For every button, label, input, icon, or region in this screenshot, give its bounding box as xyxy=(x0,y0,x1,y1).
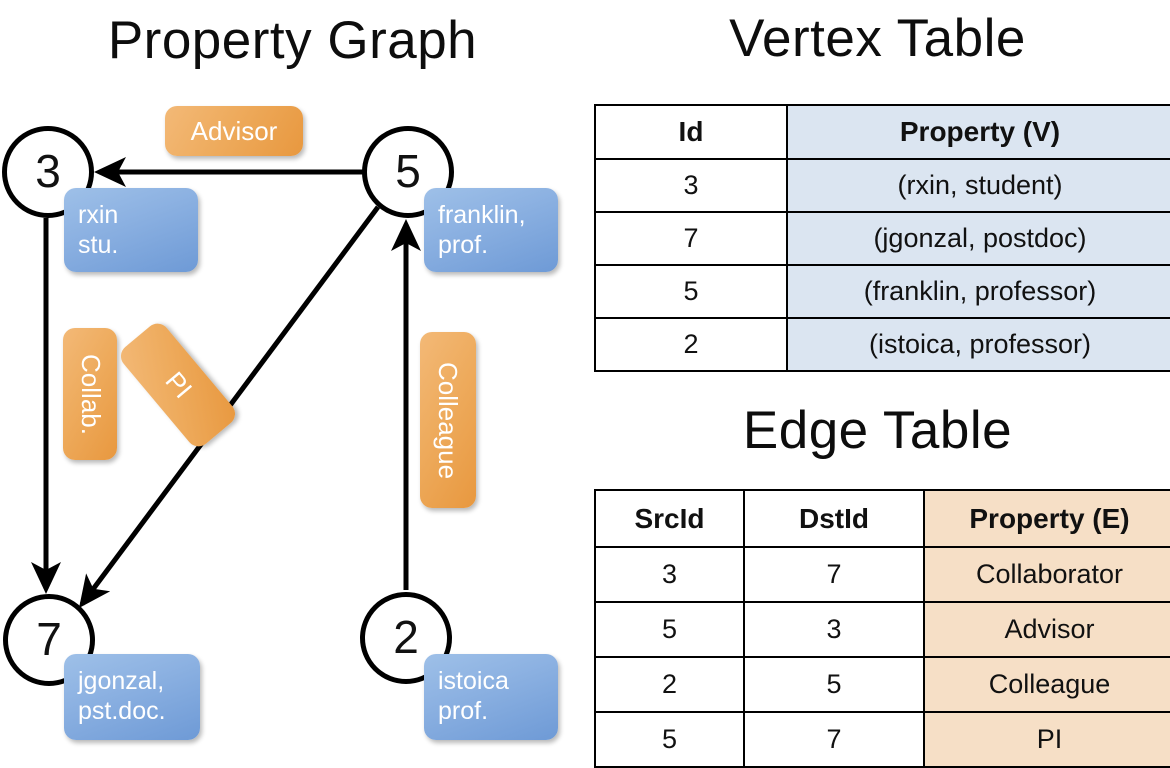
edge-label-text: Collab. xyxy=(75,353,106,435)
cell-id: 5 xyxy=(594,264,788,319)
edge-label-collab: Collab. xyxy=(63,328,117,460)
cell-property: Advisor xyxy=(923,601,1170,658)
cell-property: Colleague xyxy=(923,656,1170,713)
node-label: 5 xyxy=(395,145,421,197)
node-label: 2 xyxy=(393,611,419,663)
vertex-property-box-franklin: franklin, prof. xyxy=(424,188,558,272)
cell-id: 3 xyxy=(594,158,788,213)
edge-label-text: Advisor xyxy=(190,115,278,146)
property-line-1: franklin, xyxy=(438,201,526,229)
table-row[interactable]: 2 5 Colleague xyxy=(594,656,1170,713)
cell-srcid: 2 xyxy=(594,656,745,713)
cell-srcid: 5 xyxy=(594,711,745,768)
node-label: 7 xyxy=(36,613,62,665)
cell-dstid: 7 xyxy=(743,711,925,768)
property-line-1: istoica xyxy=(438,667,509,695)
vertex-property-box-rxin: rxin stu. xyxy=(64,188,198,272)
column-header-dstid: DstId xyxy=(743,489,925,548)
cell-id: 2 xyxy=(594,317,788,372)
edge-label-text: PI xyxy=(158,365,198,404)
cell-property: PI xyxy=(923,711,1170,768)
property-line-2: prof. xyxy=(438,697,489,725)
node-label: 3 xyxy=(35,145,61,197)
cell-property: (rxin, student) xyxy=(786,158,1170,213)
cell-property: (franklin, professor) xyxy=(786,264,1170,319)
cell-id: 7 xyxy=(594,211,788,266)
column-header-property-e: Property (E) xyxy=(923,489,1170,548)
page-title-edge-table: Edge Table xyxy=(742,401,1013,460)
property-line-1: rxin xyxy=(78,201,119,229)
page-title-property-graph: Property Graph xyxy=(107,11,478,70)
table-row[interactable]: 3 7 Collaborator xyxy=(594,546,1170,603)
column-header-srcid: SrcId xyxy=(594,489,745,548)
page-title-vertex-table: Vertex Table xyxy=(729,9,1026,68)
cell-dstid: 3 xyxy=(743,601,925,658)
edge-label-text: Colleague xyxy=(433,361,464,479)
cell-property: Collaborator xyxy=(923,546,1170,603)
edge-label-advisor: Advisor xyxy=(165,106,303,156)
graph-node-5[interactable]: 5 xyxy=(362,126,454,218)
table-header-row: SrcId DstId Property (E) xyxy=(594,489,1170,548)
cell-srcid: 3 xyxy=(594,546,745,603)
cell-dstid: 5 xyxy=(743,656,925,713)
table-row[interactable]: 5 3 Advisor xyxy=(594,601,1170,658)
property-line-2: stu. xyxy=(78,231,119,259)
cell-property: (jgonzal, postdoc) xyxy=(786,211,1170,266)
column-header-property-v: Property (V) xyxy=(786,104,1170,160)
table-row[interactable]: 5 (franklin, professor) xyxy=(594,264,1170,319)
cell-property: (istoica, professor) xyxy=(786,317,1170,372)
property-line-1: jgonzal, xyxy=(78,667,165,695)
table-row[interactable]: 2 (istoica, professor) xyxy=(594,317,1170,372)
column-header-id: Id xyxy=(594,104,788,160)
graph-node-2[interactable]: 2 xyxy=(360,592,452,684)
table-header-row: Id Property (V) xyxy=(594,104,1170,160)
cell-srcid: 5 xyxy=(594,601,745,658)
table-row[interactable]: 3 (rxin, student) xyxy=(594,158,1170,213)
vertex-property-box-istoica: istoica prof. xyxy=(424,654,558,740)
property-line-2: prof. xyxy=(438,231,489,259)
vertex-property-box-jgonzal: jgonzal, pst.doc. xyxy=(64,654,200,740)
edge-table: SrcId DstId Property (E) 3 7 Collaborato… xyxy=(594,489,1170,768)
table-row[interactable]: 7 (jgonzal, postdoc) xyxy=(594,211,1170,266)
property-line-2: pst.doc. xyxy=(78,697,166,725)
cell-dstid: 7 xyxy=(743,546,925,603)
vertex-table: Id Property (V) 3 (rxin, student) 7 (jgo… xyxy=(594,104,1170,372)
table-row[interactable]: 5 7 PI xyxy=(594,711,1170,768)
edge-label-colleague: Colleague xyxy=(420,332,476,508)
